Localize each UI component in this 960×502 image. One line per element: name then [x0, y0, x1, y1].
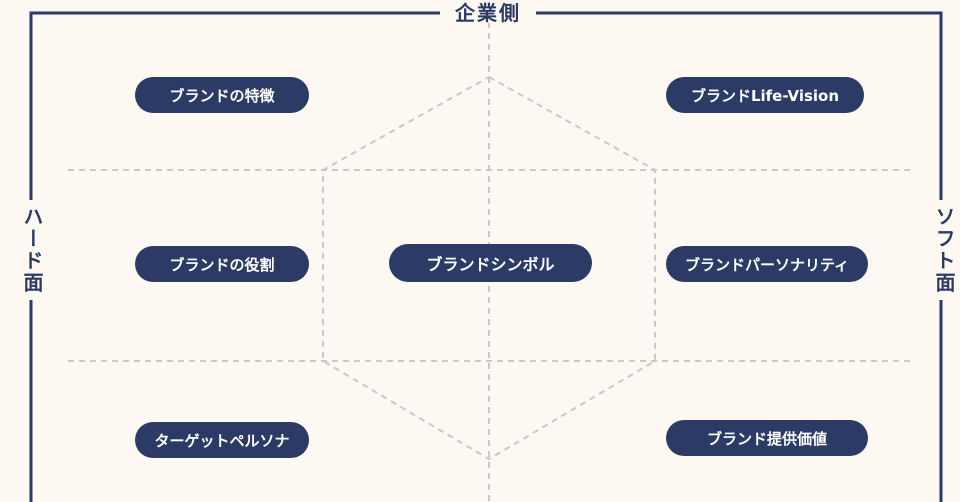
- axis-label-company-side: 企業側: [440, 3, 536, 23]
- node-brand-personality: ブランドパーソナリティ: [666, 246, 868, 282]
- node-brand-value: ブランド提供価値: [666, 420, 868, 456]
- node-brand-role: ブランドの役割: [135, 246, 309, 282]
- node-brand-symbol: ブランドシンボル: [389, 244, 592, 282]
- node-target-persona: ターゲットペルソナ: [135, 422, 309, 458]
- axis-label-hard-side: ハード面: [18, 200, 44, 300]
- node-brand-features: ブランドの特徴: [135, 77, 309, 113]
- node-brand-life-vision: ブランドLife-Vision: [666, 77, 864, 113]
- hexagon-outline: [322, 75, 656, 461]
- axis-label-soft-side: ソフト面: [930, 200, 956, 300]
